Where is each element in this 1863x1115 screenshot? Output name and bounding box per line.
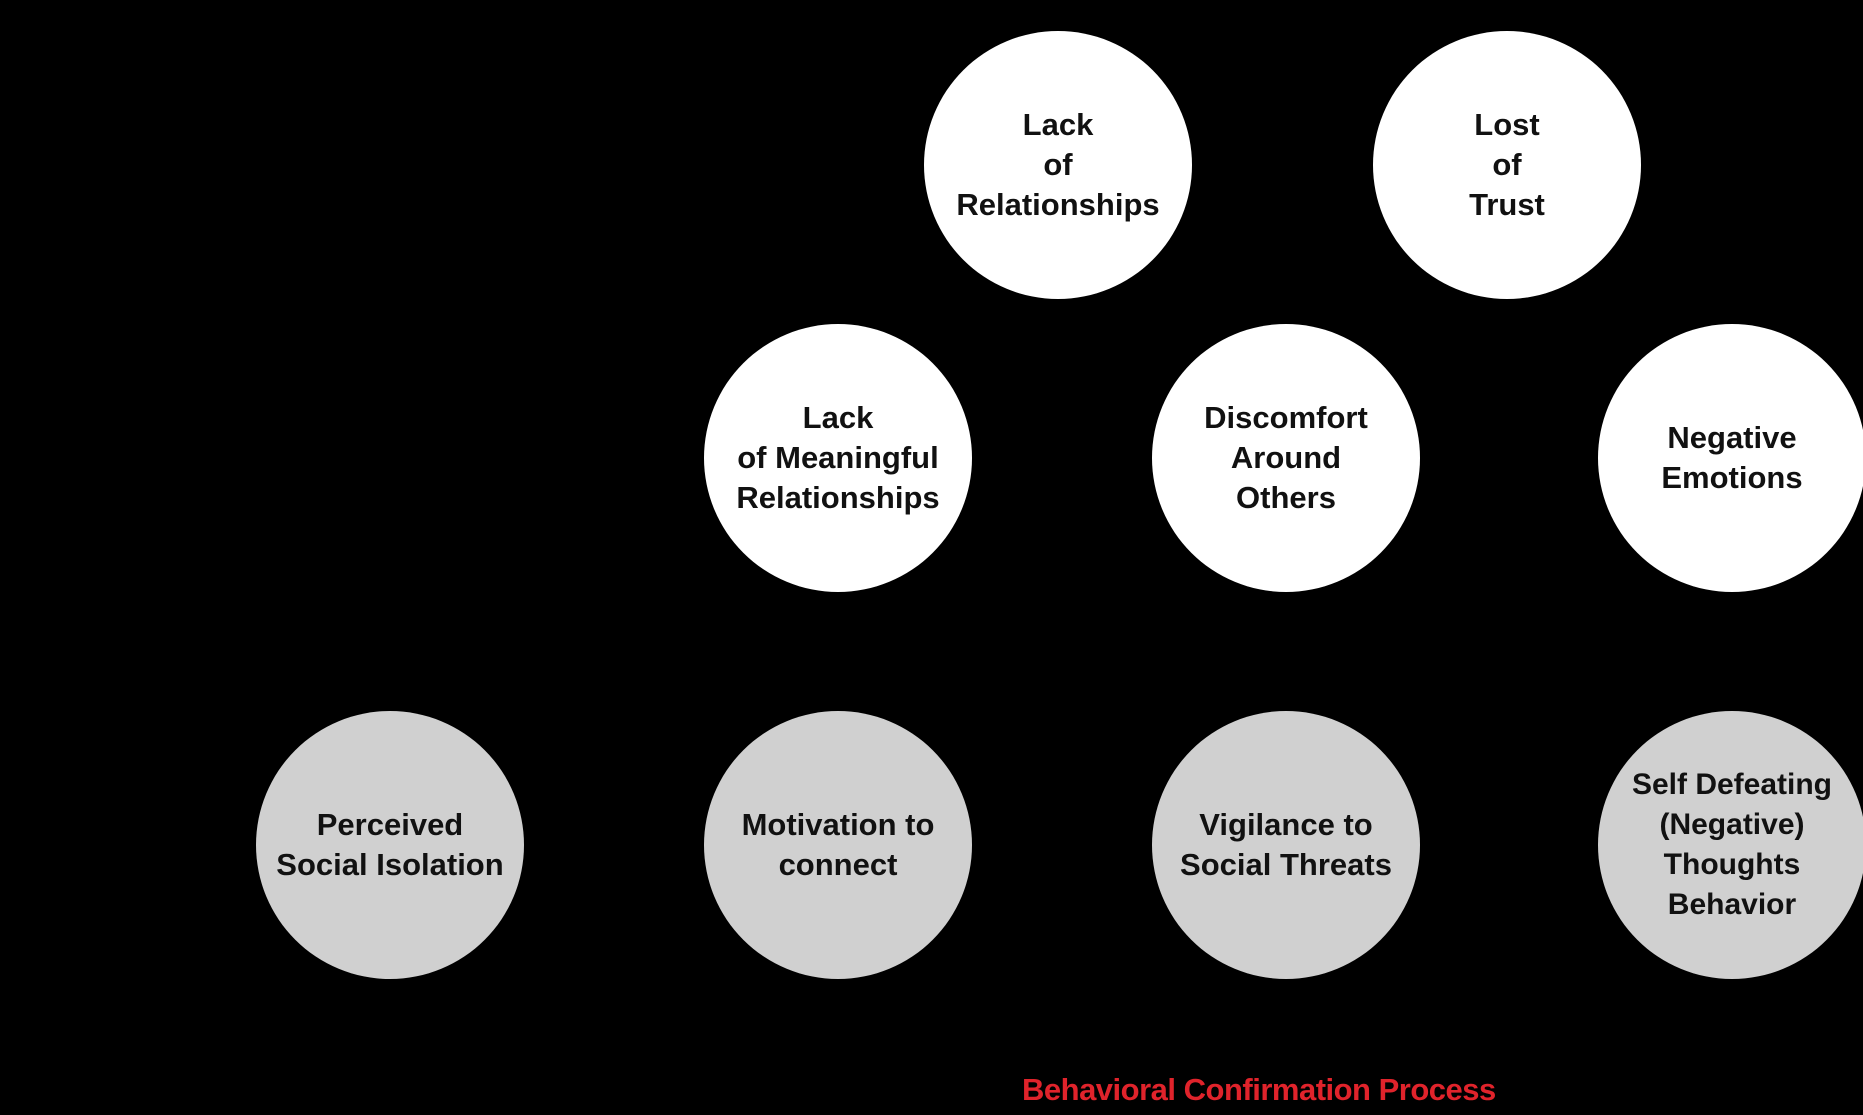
node-discomfort-around-others: Discomfort Around Others (1152, 324, 1420, 592)
node-line: Lack (1022, 107, 1094, 142)
node-line: Motivation to (741, 807, 935, 842)
node-line: Vigilance to (1199, 807, 1373, 842)
node-line: connect (778, 847, 898, 882)
node-lack-of-meaningful-relationships: Lack of Meaningful Relationships (704, 324, 972, 592)
node-line: Perceived (316, 807, 464, 842)
node-negative-emotions: Negative Emotions (1598, 324, 1863, 592)
node-line: Social Isolation (276, 847, 504, 882)
node-line: of (1492, 147, 1522, 182)
node-self-defeating-behavior: Self Defeating (Negative) Thoughts Behav… (1598, 711, 1863, 979)
node-line: Lack (802, 400, 874, 435)
node-line: Social Threats (1180, 847, 1392, 882)
node-line: Negative (1667, 420, 1797, 455)
node-line: Trust (1469, 187, 1545, 222)
node-line: Relationships (956, 187, 1160, 222)
node-vigilance-to-social-threats: Vigilance to Social Threats (1152, 711, 1420, 979)
node-motivation-to-connect: Motivation to connect (704, 711, 972, 979)
node-perceived-social-isolation: Perceived Social Isolation (256, 711, 524, 979)
node-line: of Meaningful (737, 440, 939, 475)
node-line: Relationships (736, 480, 940, 515)
node-line: Behavior (1667, 888, 1797, 921)
node-line: of (1043, 147, 1073, 182)
node-lost-of-trust: Lost of Trust (1373, 31, 1641, 299)
node-line: Discomfort (1204, 400, 1368, 435)
diagram-caption: Behavioral Confirmation Process (1022, 1072, 1496, 1107)
node-line: (Negative) (1659, 808, 1805, 841)
node-line: Emotions (1661, 460, 1803, 495)
node-line: Lost (1474, 107, 1540, 142)
node-line: Self Defeating (1631, 768, 1833, 801)
node-line: Thoughts (1663, 848, 1801, 881)
node-lack-of-relationships: Lack of Relationships (924, 31, 1192, 299)
node-line: Around (1230, 440, 1342, 475)
node-line: Others (1236, 480, 1336, 515)
